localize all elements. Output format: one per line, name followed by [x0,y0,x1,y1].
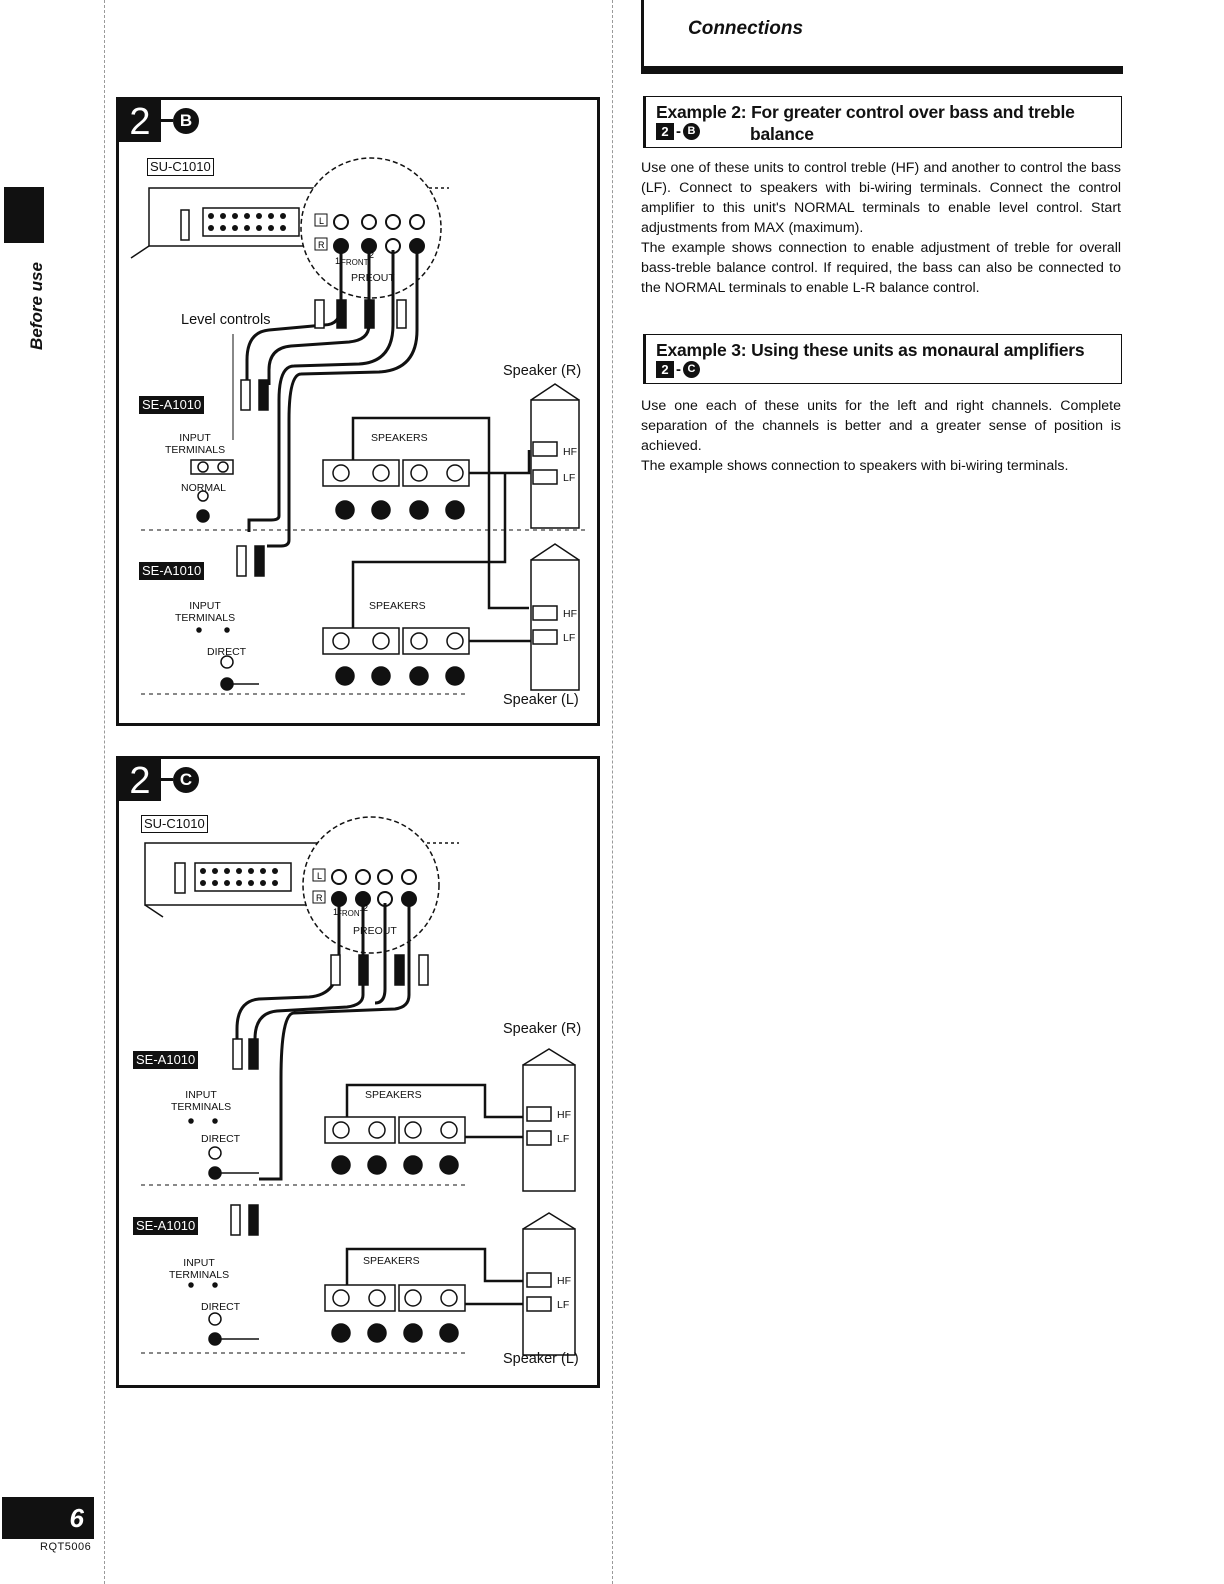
amp1-speakers-label: SPEAKERS [365,1089,422,1101]
example2-heading-box: Example 2: For greater control over bass… [643,96,1122,148]
amp1-model-tag: SE-A1010 [133,1051,199,1069]
speaker-left [530,543,580,691]
diagram-2c-wiring: L R 1 2 [141,816,576,1356]
page-number: 6 [2,1497,94,1539]
speaker-l-label: Speaker (L) [503,692,579,708]
header-rule [641,66,1123,74]
amp2-speaker-terminals [324,1284,466,1343]
section-tab-marker [4,187,44,243]
amp1-input-terminals [141,459,589,531]
example2-badge: 2 - B [656,123,700,140]
example3-paragraph-1: Use one each of these units for the left… [641,398,1121,454]
amp1-input-terminals-label: INPUT TERMINALS [165,432,226,456]
controller-model-tag: SU-C1010 [147,158,214,176]
example2-body: Use one of these units to control treble… [641,158,1121,298]
example2-paragraph-2: The example shows connection to enable a… [641,240,1121,296]
example2-title: Example 2: For greater control over bass… [656,102,1075,122]
rca-plugs [236,299,407,577]
speaker-r-label: Speaker (R) [503,363,582,379]
amp1-speaker-terminals [322,459,470,520]
amp2-model-tag: SE-A1010 [139,562,205,580]
svg-text:2: 2 [369,250,374,260]
amp2-input-terminals-label: INPUT TERMINALS [169,1257,230,1281]
amp2-model-tag: SE-A1010 [133,1217,199,1235]
amp1-speaker-terminals [324,1116,466,1175]
badge-number: 2 [656,123,674,140]
speaker-r-lf-label: LF [563,472,576,484]
svg-text:1: 1 [333,907,338,917]
page-title: Connections [688,18,804,39]
speaker-l-lf-label: LF [563,632,576,644]
amp1-input-terminals-label: INPUT TERMINALS [171,1089,232,1113]
speaker-right [530,383,580,529]
amp2-input-terminals-label: INPUT TERMINALS [175,600,236,624]
speaker-r-label: Speaker (R) [503,1021,582,1037]
example3-title: Example 3: Using these units as monaural… [656,340,1085,360]
amp1-speakers-label: SPEAKERS [371,432,428,444]
svg-text:R: R [318,240,325,250]
example3-heading-box: Example 3: Using these units as monaural… [643,334,1122,384]
diagram-2c-badge-number: 2 [119,759,161,802]
svg-text:R: R [316,893,323,903]
speaker-wires [351,416,531,643]
direct-label: DIRECT [207,646,247,658]
level-controls-label: Level controls [181,312,271,328]
amp2-input-terminals [141,1282,469,1354]
badge-letter: C [683,361,700,378]
svg-text:L: L [317,871,322,881]
diagram-2c-badge-letter: C [173,767,199,793]
amp2-speakers-label: SPEAKERS [363,1255,420,1267]
svg-text:L: L [319,216,324,226]
front-label: FRONT [341,258,369,267]
diagram-2b-panel: 2 B SU-C1010 L R 1 2 [116,97,600,726]
amp2-direct-label: DIRECT [201,1301,241,1313]
left-margin-guide [104,0,105,1584]
amp2-speaker-terminals [322,627,470,686]
amp1-model-tag: SE-A1010 [139,396,205,414]
speaker-l-hf-label: HF [557,1275,571,1287]
speaker-r-lf-label: LF [557,1133,570,1145]
example2-title-line2: balance [750,124,814,144]
speaker-l-hf-label: HF [563,608,577,620]
badge-number: 2 [656,361,674,378]
document-code: RQT5006 [40,1541,92,1553]
header-bar [641,0,666,70]
interconnect-cables [245,250,419,548]
section-side-label: Before use [27,262,46,350]
diagram-2b-wiring: L R 1 2 [130,157,589,695]
diagram-2b-badge-letter: B [173,108,199,134]
example2-paragraph-1: Use one of these units to control treble… [641,160,1121,236]
speaker-r-hf-label: HF [563,446,577,458]
svg-text:1: 1 [335,256,340,266]
diagram-2c-panel: 2 C SU-C1010 L R 1 2 [116,756,600,1388]
normal-label: NORMAL [181,482,226,494]
speaker-left [522,1212,576,1356]
speaker-r-hf-label: HF [557,1109,571,1121]
amp2-speakers-label: SPEAKERS [369,600,426,612]
controller-model-tag: SU-C1010 [141,815,208,833]
front-label: FRONT [337,909,365,918]
speaker-right [522,1048,576,1192]
preout-label: PREOUT [351,272,395,284]
preout-zoom-circle: L R 1 2 [302,816,440,954]
amp1-direct-label: DIRECT [201,1133,241,1145]
speaker-l-lf-label: LF [557,1299,570,1311]
example3-paragraph-2: The example shows connection to speakers… [641,458,1069,474]
amp2-input-terminals [141,627,469,695]
badge-letter: B [683,123,700,140]
svg-text:2: 2 [363,903,368,913]
speaker-wires [345,1083,525,1306]
example3-body: Use one each of these units for the left… [641,396,1121,476]
preout-zoom-circle: L R 1 2 [300,157,442,299]
example3-badge: 2 - C [656,361,700,378]
amp1-input-terminals [141,1118,469,1186]
diagram-2b-badge-number: 2 [119,100,161,143]
center-gutter-guide [612,0,613,1584]
speaker-l-label: Speaker (L) [503,1351,579,1367]
rca-plugs [230,954,429,1236]
preout-label: PREOUT [353,925,397,937]
